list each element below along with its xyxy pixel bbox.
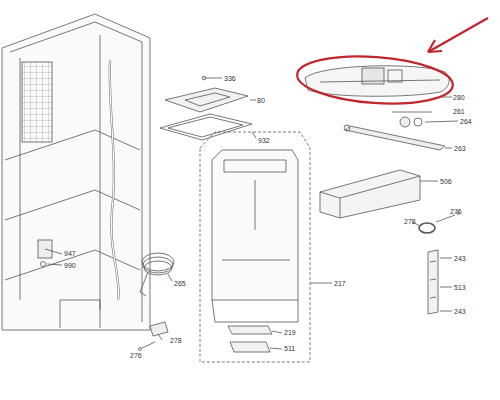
callout-number: 280 [453,94,465,101]
callout-number: 336 [224,75,236,82]
callout-number: 264 [460,118,472,125]
callout-number: 261 [453,108,465,115]
callout-number: 263 [454,145,466,152]
valve-fittings [392,112,458,127]
dispenser-housing [200,132,332,362]
callout-number: 947 [64,250,76,257]
rod [344,125,452,150]
gasket-frame [160,114,256,140]
screw [202,76,222,80]
callout-number: 932 [258,137,270,144]
highlight [296,18,488,108]
callout-number: 276 [130,352,142,359]
callout-number: 80 [257,97,265,104]
callout-number: 278 [404,218,416,225]
mounting-plate [165,88,256,112]
callout-number: 276 [450,208,462,215]
callout-number: 265 [174,280,186,287]
refrigerator-cabinet [2,14,150,330]
coiled-wire [140,253,174,296]
callout-number: 511 [284,345,295,352]
callout-number: 506 [440,178,452,185]
tray [320,170,438,218]
small-trays [228,326,282,352]
clip-part [139,322,169,351]
callout-number: 243 [454,308,466,315]
ice-maker-assembly [305,66,452,97]
callout-number: 278 [170,337,182,344]
control-box [38,240,62,267]
callout-number: 990 [64,262,76,269]
callout-number: 243 [454,255,466,262]
vertical-strip [428,250,452,314]
callout-number: 217 [334,280,346,287]
callout-number: 219 [284,329,296,336]
callout-number: 513 [454,284,466,291]
